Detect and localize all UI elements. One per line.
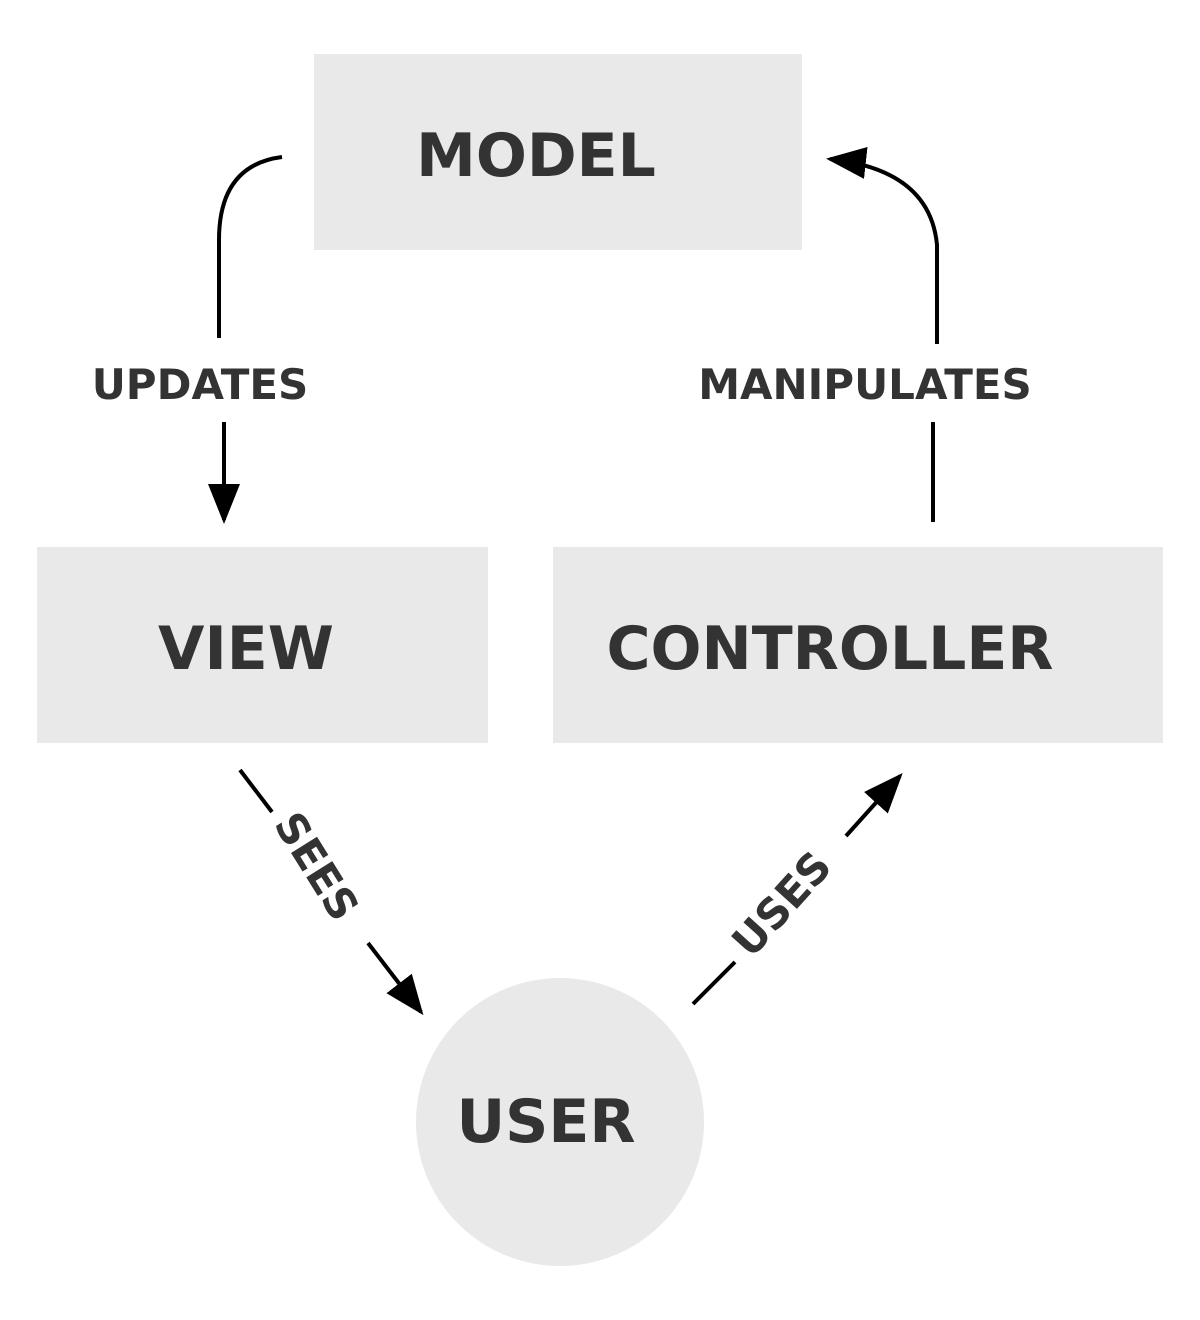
sees-line-top — [238, 768, 274, 814]
view-box — [37, 547, 488, 743]
controller-node: CONTROLLER — [553, 547, 1163, 743]
model-box — [314, 54, 802, 250]
view-label: VIEW — [158, 614, 334, 684]
user-label: USER — [456, 1087, 635, 1157]
manipulates-label: MANIPULATES — [698, 360, 1032, 409]
user-node: USER — [416, 978, 704, 1266]
controller-label: CONTROLLER — [606, 614, 1053, 684]
sees-arrow — [366, 941, 424, 1016]
controller-box — [553, 547, 1163, 743]
updates-line-top — [217, 155, 283, 338]
model-node: MODEL — [314, 54, 802, 250]
manipulates-edge: MANIPULATES — [698, 147, 1032, 522]
manipulates-arrow — [826, 147, 939, 344]
sees-label: SEES — [265, 803, 369, 929]
updates-edge: UPDATES — [92, 155, 309, 524]
sees-edge: SEES — [238, 768, 424, 1016]
uses-label: USES — [722, 842, 841, 966]
uses-arrow — [844, 773, 903, 838]
uses-edge: USES — [691, 773, 903, 1006]
model-label: MODEL — [416, 121, 656, 191]
view-node: VIEW — [37, 547, 488, 743]
user-circle — [416, 978, 704, 1266]
updates-label: UPDATES — [92, 360, 309, 409]
uses-line-bottom — [691, 960, 737, 1006]
